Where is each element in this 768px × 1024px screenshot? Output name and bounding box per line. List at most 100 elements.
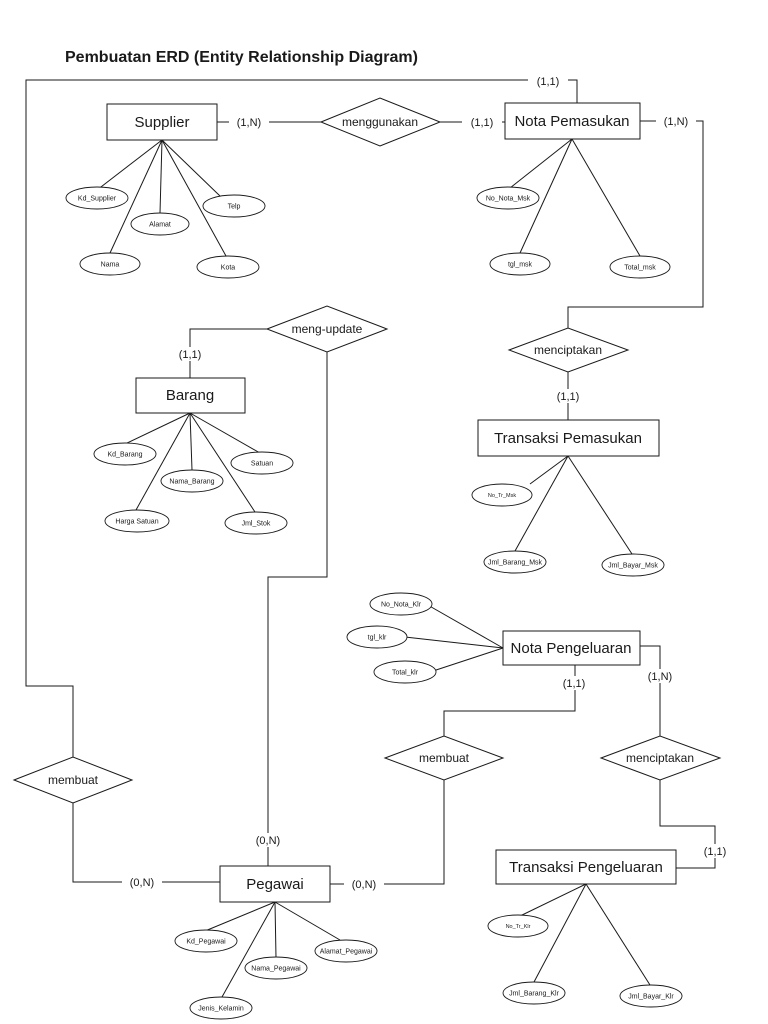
attribute: Total_msk	[609, 255, 671, 279]
cardinality-nota-menggunakan: (1,1)	[471, 117, 494, 129]
link-notaklr-menciptakan	[640, 645, 661, 737]
svg-text:Alamat_Pegawai: Alamat_Pegawai	[320, 949, 373, 956]
entity-pegawai: Pegawai	[219, 865, 331, 903]
relationship-meng-update-label: meng-update	[292, 322, 363, 336]
cardinality-supplier: (1,N)	[237, 117, 261, 129]
link-nota-menciptakan	[567, 120, 704, 329]
relationship-menggunakan-label: menggunakan	[342, 115, 418, 129]
cardinality-transaksi-keluar: (1,1)	[704, 846, 727, 858]
cardinality-nota-pemasukan-right: (1,N)	[664, 116, 688, 128]
svg-text:Jml_Barang_Msk: Jml_Barang_Msk	[488, 560, 543, 567]
attribute: Alamat_Pegawai	[314, 939, 378, 963]
attribute: Telp	[202, 194, 266, 218]
attribute: Kd_Pegawai	[174, 929, 238, 953]
attribute: No_Tr_Klr	[487, 914, 549, 938]
relationship-menciptakan-keluar: menciptakan	[599, 735, 722, 781]
svg-text:Nama_Pegawai: Nama_Pegawai	[251, 966, 301, 973]
svg-text:Jml_Stok: Jml_Stok	[242, 521, 271, 528]
attribute: Satuan	[230, 451, 294, 475]
attribute: Kota	[196, 255, 260, 279]
svg-text:Jenis_Kelamin: Jenis_Kelamin	[198, 1006, 244, 1013]
entity-barang-label: Barang	[166, 387, 214, 404]
svg-text:Total_msk: Total_msk	[624, 265, 656, 272]
entity-transaksi-pemasukan-label: Transaksi Pemasukan	[494, 430, 642, 447]
entity-supplier: Supplier	[106, 103, 218, 141]
entity-supplier-label: Supplier	[134, 114, 189, 131]
cardinality-labels: (1,1) (1,N) (1,1) (1,N) (1,1) (1,1) (1,1…	[122, 74, 735, 891]
attribute: Jml_Barang_Klr	[502, 981, 566, 1005]
entity-transaksi-pemasukan: Transaksi Pemasukan	[477, 419, 660, 457]
link-update-pegawai	[267, 349, 328, 866]
svg-text:Nama_Barang: Nama_Barang	[169, 479, 214, 486]
svg-text:No_Tr_Msk: No_Tr_Msk	[488, 493, 516, 499]
entity-nota-pengeluaran: Nota Pengeluaran	[502, 630, 641, 666]
relationship-menciptakan-masuk-label: menciptakan	[534, 343, 602, 357]
entity-nota-pemasukan-label: Nota Pemasukan	[514, 113, 629, 130]
relationship-menciptakan-masuk: menciptakan	[507, 327, 630, 373]
attribute: Jml_Bayar_Klr	[619, 984, 683, 1008]
relationship-membuat-mid: membuat	[383, 735, 505, 781]
cardinality-pegawai-top: (0,N)	[256, 835, 280, 847]
link-membuat-left-pegawai	[72, 802, 220, 883]
svg-text:Telp: Telp	[228, 204, 241, 211]
svg-text:No_Nota_Msk: No_Nota_Msk	[486, 196, 531, 203]
relationship-menciptakan-keluar-label: menciptakan	[626, 751, 694, 765]
svg-text:Kd_Barang: Kd_Barang	[107, 452, 142, 459]
attribute: Nama_Pegawai	[244, 956, 308, 980]
cardinality-notaklr-menciptakan: (1,N)	[648, 671, 672, 683]
svg-text:Kota: Kota	[221, 265, 236, 272]
entity-barang: Barang	[135, 377, 246, 414]
svg-text:Jml_Bayar_Msk: Jml_Bayar_Msk	[608, 563, 658, 570]
relationship-menggunakan: menggunakan	[319, 97, 442, 147]
connectors	[25, 79, 716, 885]
svg-text:Satuan: Satuan	[251, 461, 273, 468]
svg-text:Total_klr: Total_klr	[392, 670, 419, 677]
attribute: Nama	[79, 252, 141, 276]
attribute: Kd_Barang	[93, 442, 157, 466]
cardinality-transaksi-masuk: (1,1)	[557, 391, 580, 403]
svg-text:Kd_Supplier: Kd_Supplier	[78, 196, 117, 203]
svg-text:Jml_Barang_Klr: Jml_Barang_Klr	[509, 991, 559, 998]
link-barang-update	[189, 328, 267, 378]
entity-nota-pengeluaran-label: Nota Pengeluaran	[511, 640, 632, 657]
attribute: tgl_msk	[489, 252, 551, 276]
attribute: Alamat	[130, 212, 190, 236]
relationship-membuat-mid-label: membuat	[419, 751, 470, 765]
attribute: Kd_Supplier	[65, 186, 129, 210]
attribute: Harga Satuan	[104, 509, 170, 533]
cardinality-top-loop: (1,1)	[537, 76, 560, 88]
attribute: Jml_Barang_Msk	[483, 550, 547, 574]
attribute: Jenis_Kelamin	[189, 996, 253, 1020]
attribute-spokes	[96, 138, 651, 998]
relationship-membuat-left: membuat	[12, 756, 134, 804]
attribute: tgl_klr	[346, 625, 408, 649]
attribute: Nama_Barang	[160, 469, 224, 493]
link-notaklr-membuat	[443, 665, 576, 737]
cardinality-barang: (1,1)	[179, 349, 202, 361]
link-loop-top	[25, 79, 578, 758]
cardinality-pegawai-left: (0,N)	[130, 877, 154, 889]
attribute: No_Nota_Msk	[476, 186, 540, 210]
entity-transaksi-pengeluaran-label: Transaksi Pengeluaran	[509, 859, 663, 876]
svg-text:tgl_msk: tgl_msk	[508, 262, 533, 269]
entity-pegawai-label: Pegawai	[246, 876, 304, 893]
attribute: No_Tr_Msk	[471, 483, 533, 507]
attribute: Jml_Bayar_Msk	[601, 553, 665, 577]
svg-text:Nama: Nama	[101, 262, 120, 269]
svg-text:Alamat: Alamat	[149, 222, 171, 229]
attribute: Total_klr	[373, 660, 437, 684]
svg-text:Kd_Pegawai: Kd_Pegawai	[186, 939, 226, 946]
svg-text:Jml_Bayar_Klr: Jml_Bayar_Klr	[628, 994, 674, 1001]
entity-nota-pemasukan: Nota Pemasukan	[504, 102, 641, 140]
svg-text:No_Nota_Klr: No_Nota_Klr	[381, 602, 422, 609]
svg-text:No_Tr_Klr: No_Tr_Klr	[506, 924, 531, 930]
link-menciptakan-trklr	[659, 779, 716, 869]
svg-text:Harga Satuan: Harga Satuan	[115, 519, 158, 526]
cardinality-pegawai-right: (0,N)	[352, 879, 376, 891]
cardinality-notaklr-membuat: (1,1)	[563, 678, 586, 690]
attribute: Jml_Stok	[224, 511, 288, 535]
svg-text:tgl_klr: tgl_klr	[368, 635, 387, 642]
diagram-title: Pembuatan ERD (Entity Relationship Diagr…	[65, 49, 418, 66]
relationship-membuat-left-label: membuat	[48, 773, 99, 787]
